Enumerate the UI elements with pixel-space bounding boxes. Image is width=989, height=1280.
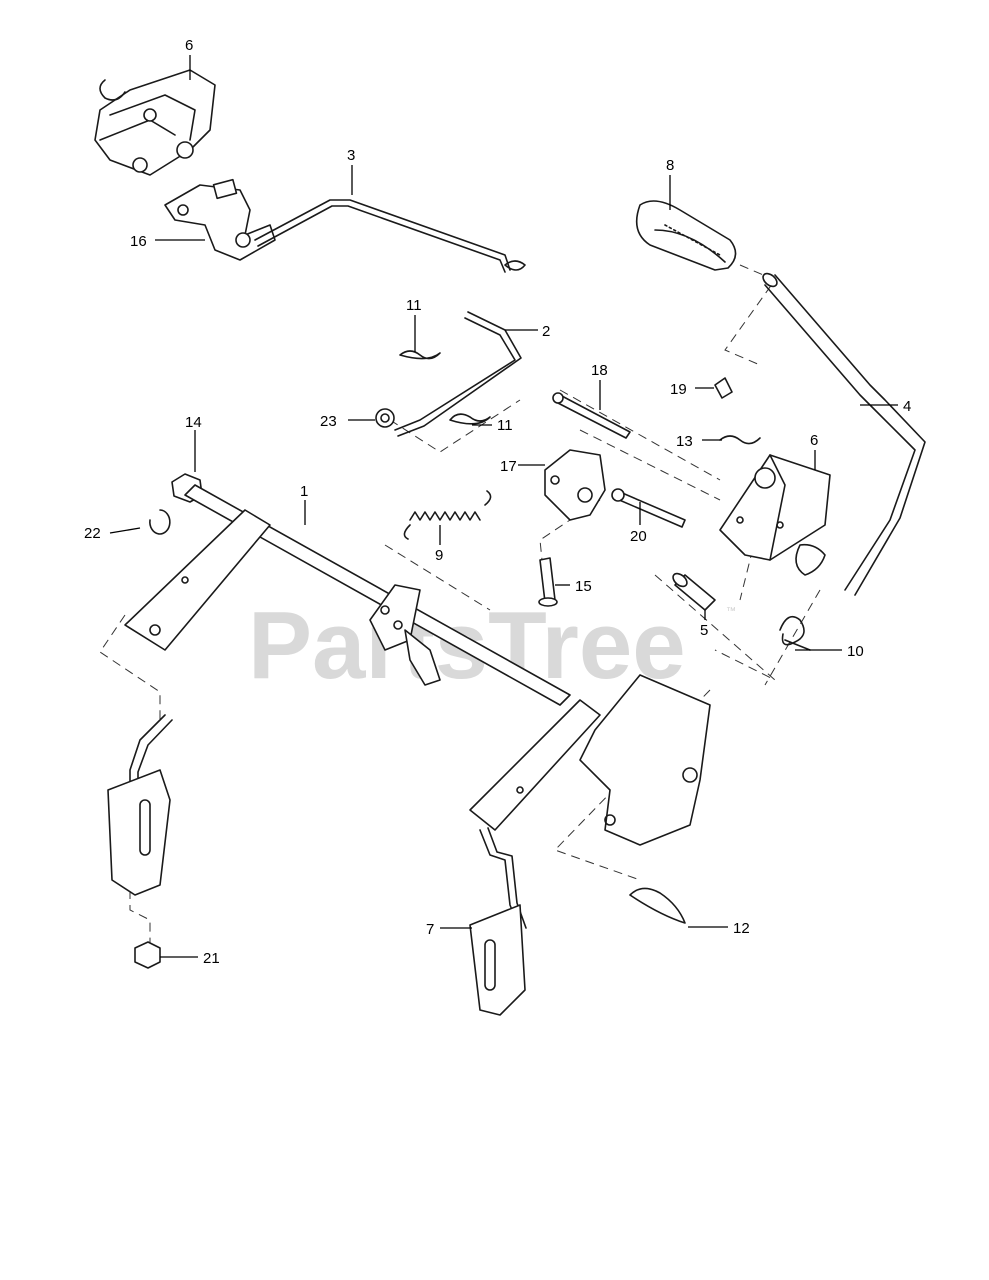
part-12-clip xyxy=(629,887,686,924)
part-16-lever-bracket xyxy=(164,178,276,261)
callout-7: 7 xyxy=(426,921,434,938)
callout-11-upper: 11 xyxy=(406,297,422,314)
callout-labels: 6 3 8 16 11 2 18 23 11 19 4 14 13 17 6 1… xyxy=(84,37,911,967)
assembly-guide-lines xyxy=(99,264,821,945)
part-21-nut xyxy=(134,941,161,969)
callout-15: 15 xyxy=(575,578,592,595)
part-6-bracket-right xyxy=(719,454,831,576)
callout-17: 17 xyxy=(500,458,517,475)
part-22-retaining-ring xyxy=(149,509,171,535)
callout-18: 18 xyxy=(591,362,608,379)
part-18-pin xyxy=(552,392,631,439)
part-6-bracket-top xyxy=(94,69,216,176)
callout-11-lower: 11 xyxy=(497,417,513,434)
part-11-clip-upper xyxy=(399,350,441,360)
part-23-bushing xyxy=(375,408,395,428)
callout-6-right: 6 xyxy=(810,432,818,449)
part-13-clip xyxy=(719,435,761,445)
callout-13: 13 xyxy=(676,433,693,450)
callout-2: 2 xyxy=(542,323,550,340)
callout-19: 19 xyxy=(670,381,687,398)
callout-6-top: 6 xyxy=(185,37,193,54)
part-17-lock-bracket xyxy=(544,449,606,521)
callout-12: 12 xyxy=(733,920,750,937)
callout-5: 5 xyxy=(700,622,708,639)
part-9-extension-spring xyxy=(403,490,492,540)
callout-23: 23 xyxy=(320,413,337,430)
part-10-spring xyxy=(779,615,811,651)
watermark-trademark: ™ xyxy=(726,606,736,617)
part-8-handle-grip xyxy=(635,200,737,271)
left-lift-arm xyxy=(107,714,173,896)
callout-3: 3 xyxy=(347,147,355,164)
callout-10: 10 xyxy=(847,643,864,660)
part-20-bolt xyxy=(611,488,686,528)
callout-16: 16 xyxy=(130,233,147,250)
part-1-shaft-assembly xyxy=(124,484,711,846)
callout-8: 8 xyxy=(666,157,674,174)
part-5-spacer xyxy=(672,572,716,611)
part-19-screw xyxy=(714,377,733,399)
callout-14: 14 xyxy=(185,414,202,431)
part-15-pin xyxy=(538,557,558,607)
leader-lines xyxy=(109,55,898,958)
callout-4: 4 xyxy=(903,398,911,415)
callout-22: 22 xyxy=(84,525,101,542)
callout-1: 1 xyxy=(300,483,308,500)
callout-20: 20 xyxy=(630,528,647,545)
callout-9: 9 xyxy=(435,547,443,564)
watermark: PartsTree ™ xyxy=(248,592,736,699)
part-3-rod xyxy=(254,199,526,273)
part-11-clip-lower xyxy=(449,413,491,425)
part-4-handle-tube xyxy=(762,272,926,596)
callout-21: 21 xyxy=(203,950,220,967)
part-2-rod xyxy=(394,311,522,437)
part-7-lift-arm xyxy=(469,827,527,1016)
